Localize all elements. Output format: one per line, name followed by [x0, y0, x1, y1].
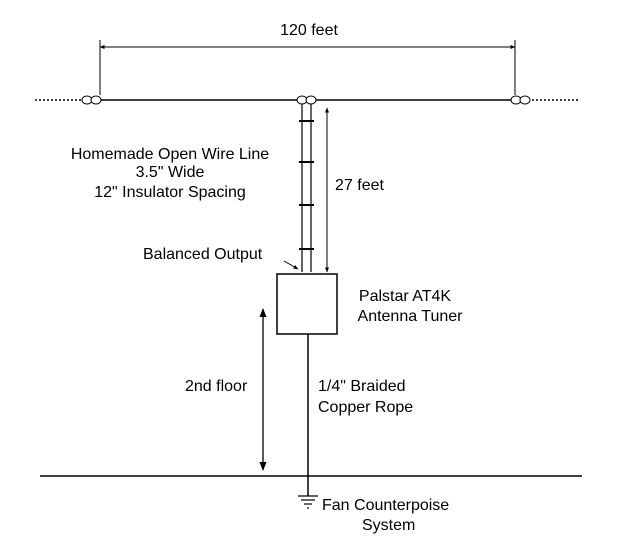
rope-type-label: Copper Rope — [318, 399, 413, 416]
ground-symbol-icon — [298, 495, 318, 509]
span-length-label: 120 feet — [280, 22, 338, 39]
open-wire-ladder-line — [299, 104, 314, 272]
antenna-tuner-box — [276, 273, 338, 335]
span-dimension — [99, 40, 516, 95]
right-end-insulator — [510, 95, 531, 105]
tuner-type-label: Antenna Tuner — [358, 308, 464, 325]
feedline-spacing-label: 12" Insulator Spacing — [94, 184, 246, 201]
balanced-output-pointer — [283, 260, 299, 270]
tuner-model-label: Palstar AT4K — [359, 288, 452, 305]
rope-size-label: 1/4" Braided — [318, 378, 406, 395]
feedline-length-label: 27 feet — [335, 177, 384, 194]
left-end-insulator — [81, 95, 102, 105]
center-insulator — [296, 95, 317, 105]
counterpoise-label-line2: System — [362, 517, 415, 534]
floor-label: 2nd floor — [185, 378, 248, 395]
balanced-output-label: Balanced Output — [143, 246, 263, 263]
feedline-title-label: Homemade Open Wire Line — [71, 146, 269, 163]
feedline-width-label: 3.5" Wide — [136, 164, 205, 181]
counterpoise-label-line1: Fan Counterpoise — [322, 497, 449, 514]
